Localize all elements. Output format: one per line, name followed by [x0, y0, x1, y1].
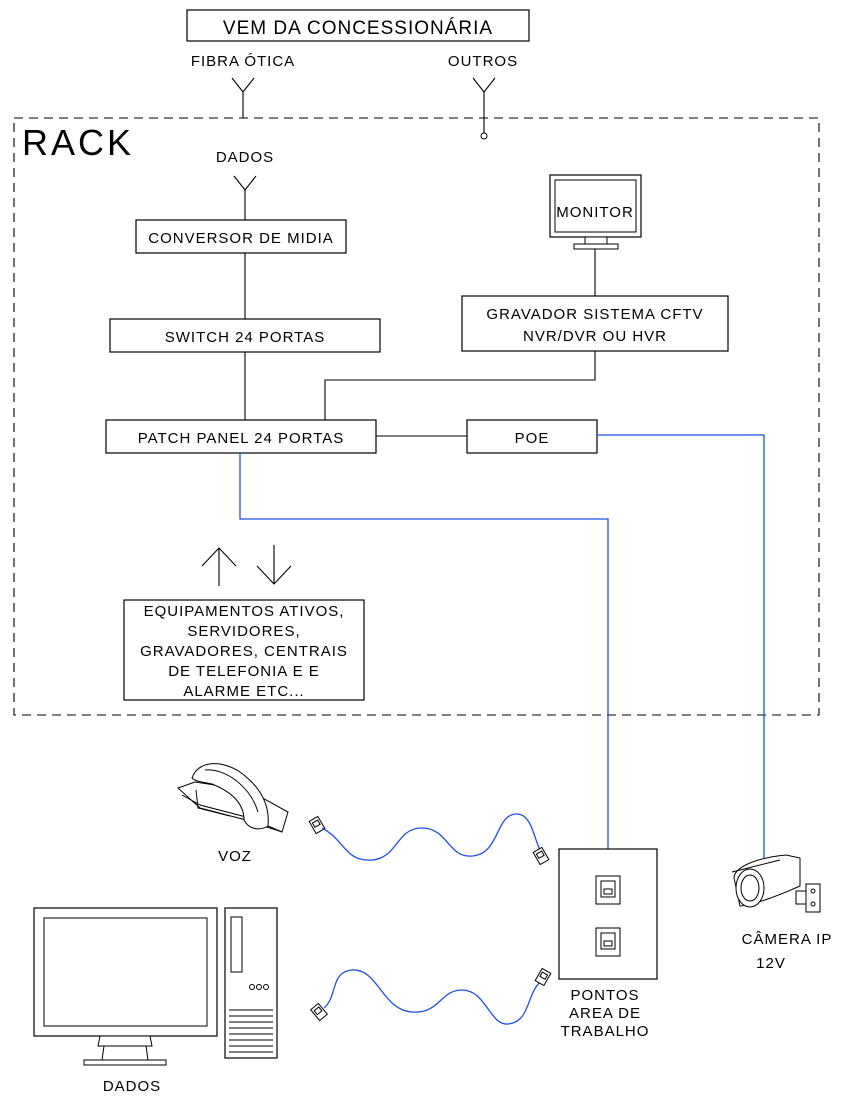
fibra-antenna-icon	[231, 77, 255, 118]
camera-line-1: CÂMERA IP	[742, 931, 833, 948]
ip-camera-icon	[731, 854, 821, 913]
gravador-line2: NVR/DVR OU HVR	[523, 328, 667, 345]
equip-line-1: EQUIPAMENTOS ATIVOS,	[144, 603, 345, 620]
switch-label: SWITCH 24 PORTAS	[165, 329, 325, 346]
phone-cable	[308, 813, 550, 866]
patch-to-outlet-cable	[239, 453, 609, 849]
rack-label: RACK	[22, 122, 134, 163]
rj45-connector-icon	[532, 846, 550, 866]
conversor-label: CONVERSOR DE MIDIA	[148, 230, 334, 247]
switch-box	[109, 318, 381, 353]
rack-dados-label: DADOS	[216, 149, 274, 166]
camera-line-2: 12V	[756, 955, 786, 972]
poe-label: POE	[515, 430, 550, 447]
gravador-line1: GRAVADOR SISTEMA CFTV	[486, 306, 703, 323]
concessionaria-title: VEM DA CONCESSIONÁRIA	[223, 18, 493, 39]
dados-antenna-icon	[233, 175, 257, 220]
outros-antenna-icon	[472, 77, 496, 140]
desktop-computer-icon	[33, 907, 278, 1066]
fibra-otica-label: FIBRA ÓTICA	[191, 53, 295, 70]
pontos-line-1: PONTOS	[570, 987, 639, 1004]
conversor-box	[135, 219, 347, 254]
telephone-icon	[177, 763, 289, 833]
voz-label: VOZ	[218, 848, 252, 865]
equip-line-2: SERVIDORES,	[187, 623, 300, 640]
monitor-icon	[549, 174, 642, 250]
equip-line-4: DE TELEFONIA E E	[168, 663, 320, 680]
poe-box	[466, 419, 598, 454]
pontos-line-3: TRABALHO	[561, 1023, 650, 1040]
rj45-connector-icon	[309, 1002, 329, 1022]
rj45-connector-icon	[534, 967, 552, 987]
wall-outlet-icon	[558, 848, 658, 980]
monitor-label: MONITOR	[556, 204, 634, 221]
arrow-up-icon	[201, 547, 237, 586]
gravador-box	[461, 295, 729, 352]
pontos-line-2: AREA DE	[569, 1005, 641, 1022]
arrow-down-icon	[256, 545, 292, 585]
data-cable	[309, 967, 552, 1025]
equip-line-5: ALARME ETC...	[183, 683, 304, 700]
equip-line-3: GRAVADORES, CENTRAIS	[140, 643, 348, 660]
rack-border	[13, 117, 820, 716]
rj45-connector-icon	[308, 815, 326, 835]
outros-label: OUTROS	[448, 53, 518, 70]
patch-panel-label: PATCH PANEL 24 PORTAS	[138, 430, 345, 447]
concessionaria-box	[186, 9, 530, 42]
equipamentos-box	[123, 599, 365, 701]
patch-panel-box	[105, 419, 377, 454]
dados-device-label: DADOS	[103, 1078, 161, 1095]
poe-to-camera-cable	[597, 434, 765, 862]
